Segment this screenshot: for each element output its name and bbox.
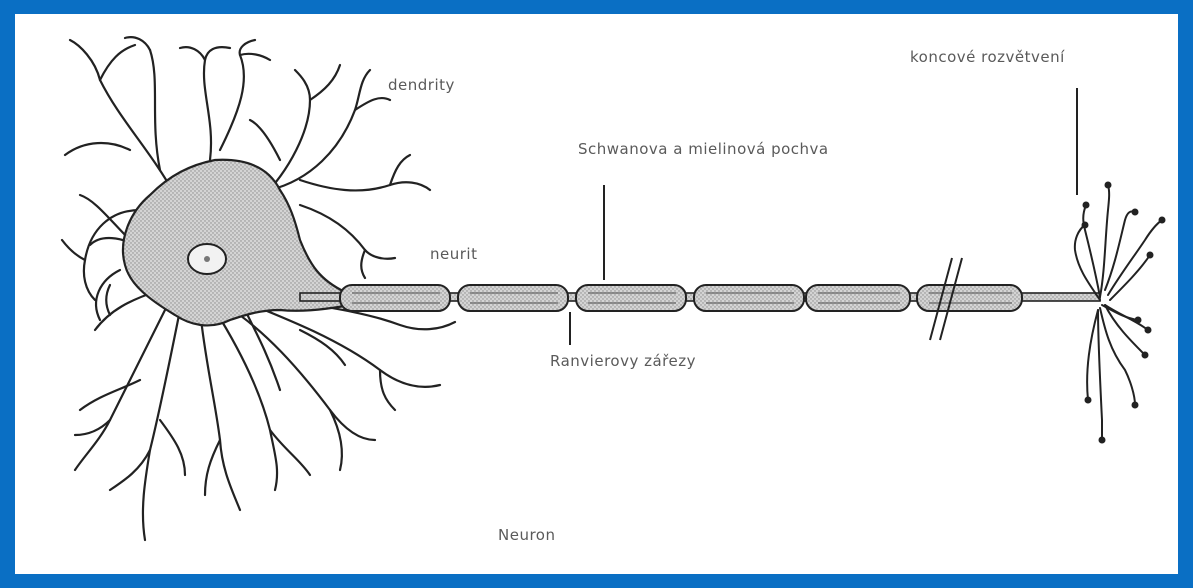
- label-schwann-sheath: Schwanova a mielinová pochva: [578, 140, 829, 158]
- myelin-segment: [576, 285, 686, 311]
- myelin-segment: [694, 285, 804, 311]
- label-terminal-branching: koncové rozvětvení: [910, 48, 1065, 66]
- myelin-segment: [458, 285, 568, 311]
- label-neurite: neurit: [430, 245, 477, 263]
- caption-neuron: Neuron: [498, 526, 555, 544]
- synaptic-boutons: [1082, 182, 1166, 444]
- myelin-segment: [340, 285, 450, 311]
- myelin-segment: [917, 285, 1022, 311]
- label-ranvier-nodes: Ranvierovy zářezy: [550, 352, 696, 370]
- myelin-sheath: [340, 285, 1022, 311]
- nucleolus: [204, 256, 210, 262]
- myelin-segment: [806, 285, 910, 311]
- label-dendrites: dendrity: [388, 76, 455, 94]
